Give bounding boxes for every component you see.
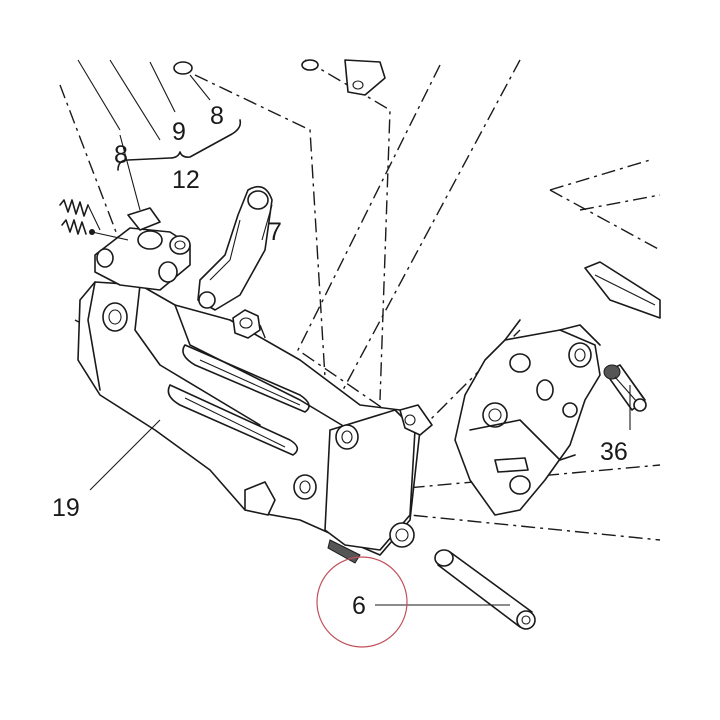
spring (59, 199, 129, 241)
callout-8-right: 8 (210, 102, 224, 130)
clip-piece (584, 261, 661, 319)
bracket-part-19 (77, 281, 421, 564)
callout-8-left: 8 (114, 141, 128, 169)
callout-9: 9 (172, 118, 186, 146)
callout-12: 12 (172, 166, 200, 194)
callout-6: 6 (352, 592, 366, 620)
link-plate-part-7 (197, 185, 273, 339)
top-small-parts (173, 59, 386, 96)
bushing (399, 404, 433, 436)
leader-19 (89, 419, 161, 491)
clamp-block (94, 207, 191, 291)
leader-lines-top (77, 59, 242, 211)
stud-part-36 (603, 364, 647, 430)
callout-36: 36 (600, 438, 628, 466)
flange-plate (454, 319, 601, 516)
callout-7: 7 (268, 218, 282, 246)
pin-part-6 (375, 522, 536, 630)
highlight-circle (316, 556, 408, 648)
callout-19: 19 (52, 494, 80, 522)
